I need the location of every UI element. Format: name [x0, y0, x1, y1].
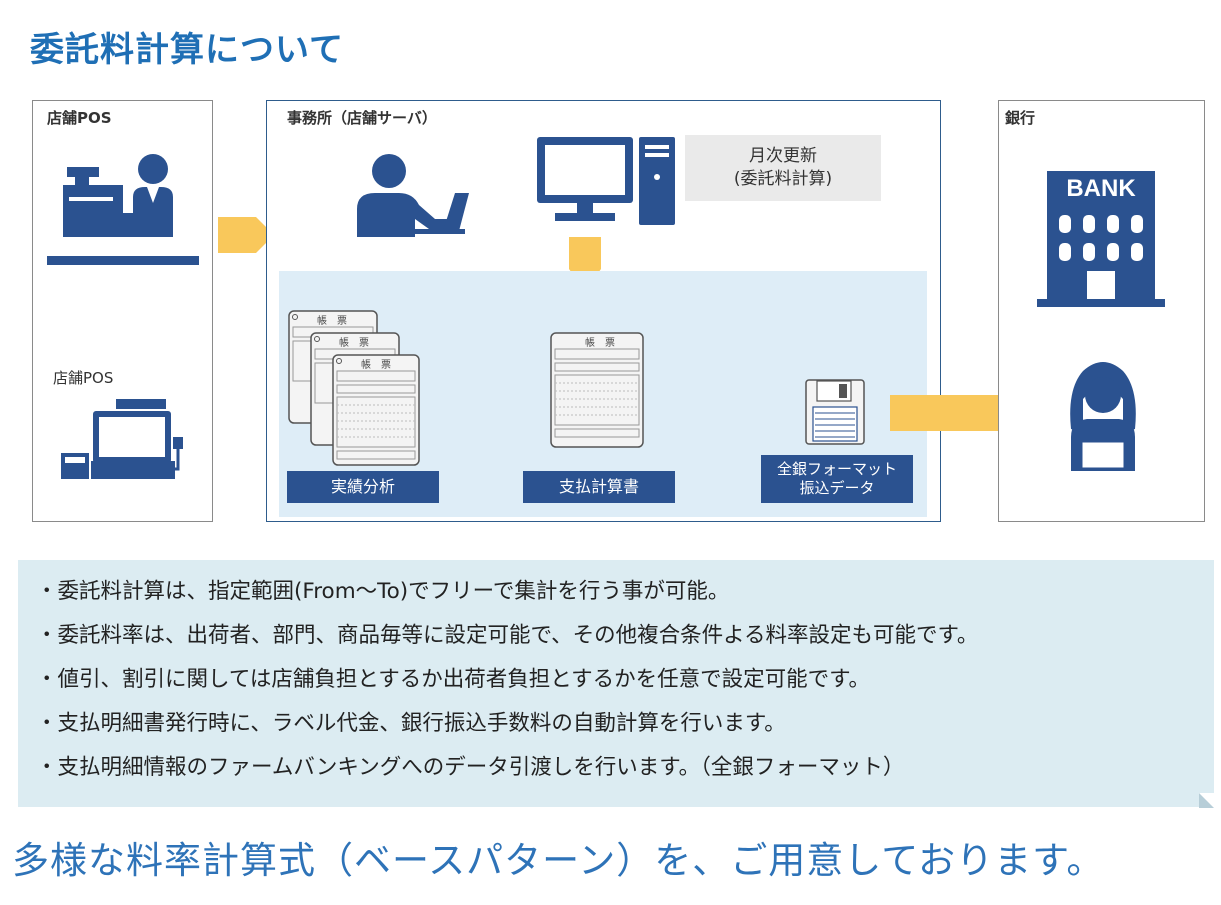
note-item: ・支払明細情報のファームバンキングへのデータ引渡しを行います。（全銀フォーマット… [36, 755, 905, 780]
bank-box: 銀行 BANK [998, 100, 1205, 522]
note-item: ・支払明細書発行時に、ラベル代金、銀行振込手数料の自動計算を行います。 [36, 711, 786, 736]
pos-box: 店舗POS 店舗POS [32, 100, 213, 522]
bank-box-label: 銀行 [1005, 109, 1036, 127]
pos-terminal-icon [61, 399, 183, 479]
note-item: ・値引、割引に関しては店舗負担とするか出荷者負担とするかを任意で設定可能です。 [36, 667, 870, 692]
payment-form-icon [550, 332, 644, 448]
floppy-disk-icon [805, 379, 865, 445]
monthly-update-label: 月次更新 (委託料計算) [685, 135, 881, 201]
form-header-1: 帳 票 [317, 316, 347, 327]
page-title: 委託料計算について [30, 30, 344, 70]
transfer-data-line2: 振込データ [799, 479, 875, 497]
desktop-computer-icon [537, 137, 675, 225]
arrow-office-to-bank [890, 395, 1030, 431]
note-item: ・委託料率は、出荷者、部門、商品毎等に設定可能で、その他複合条件よる料率設定も可… [36, 623, 979, 648]
transfer-data-label: 全銀フォーマット 振込データ [761, 455, 913, 503]
pos-sub-label: 店舗POS [53, 369, 114, 387]
pos-register-icon [47, 167, 199, 265]
form-header-3: 帳 票 [361, 360, 391, 371]
bank-building-icon [1037, 171, 1165, 307]
pos-box-label: 店舗POS [47, 109, 112, 127]
cashier-person-icon [133, 154, 173, 237]
office-worker-icon [357, 154, 469, 237]
performance-analysis-label: 実績分析 [287, 471, 439, 503]
monthly-update-line1: 月次更新 [749, 146, 817, 167]
arrow-pos-to-office [218, 217, 274, 253]
footer-message: 多様な料率計算式（ベースパターン）を、ご用意しております。 [12, 839, 1105, 882]
office-box: 事務所（店舗サーバ） 月次更新 (委託料計算) [266, 100, 941, 522]
note-item: ・委託料計算は、指定範囲(From～To)でフリーで集計を行う事が可能。 [36, 579, 730, 604]
bank-clerk-icon [1070, 362, 1136, 471]
notes-panel: ・委託料計算は、指定範囲(From～To)でフリーで集計を行う事が可能。 ・委託… [18, 560, 1214, 807]
office-box-label: 事務所（店舗サーバ） [287, 109, 437, 127]
payment-statement-label: 支払計算書 [523, 471, 675, 503]
bank-sign: BANK [1066, 175, 1136, 202]
form-header-4: 帳 票 [585, 338, 615, 349]
monthly-update-line2: (委託料計算) [733, 169, 833, 189]
transfer-data-line1: 全銀フォーマット [776, 459, 897, 478]
form-header-2: 帳 票 [339, 338, 369, 349]
notes-page-fold [1199, 793, 1214, 808]
ledger-form-icon [288, 310, 420, 466]
